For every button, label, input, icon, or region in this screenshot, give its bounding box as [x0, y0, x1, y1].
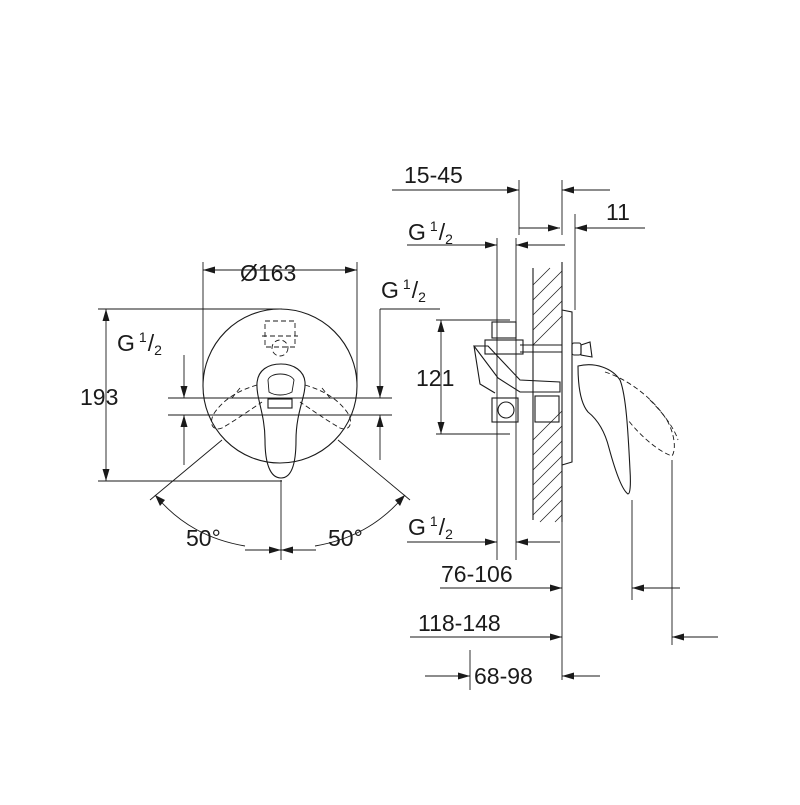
depth-c-label: 68-98	[474, 663, 533, 689]
depth-a-label: 76-106	[441, 561, 513, 587]
lever-handle	[256, 363, 306, 479]
angle-right-label: 50°	[328, 525, 363, 551]
body-height-label: 121	[416, 365, 454, 391]
angle-left-label: 50°	[186, 525, 221, 551]
valve-body	[491, 321, 517, 339]
depth-b-label: 118-148	[418, 610, 501, 636]
cover-plate	[202, 308, 358, 464]
diameter-label: Ø163	[240, 260, 296, 286]
escutcheon-plate	[561, 309, 573, 466]
height-label: 193	[80, 384, 118, 410]
lever-side	[577, 364, 631, 495]
plate-thickness-label: 11	[606, 199, 630, 225]
wall-depth-label: 15-45	[404, 162, 463, 188]
